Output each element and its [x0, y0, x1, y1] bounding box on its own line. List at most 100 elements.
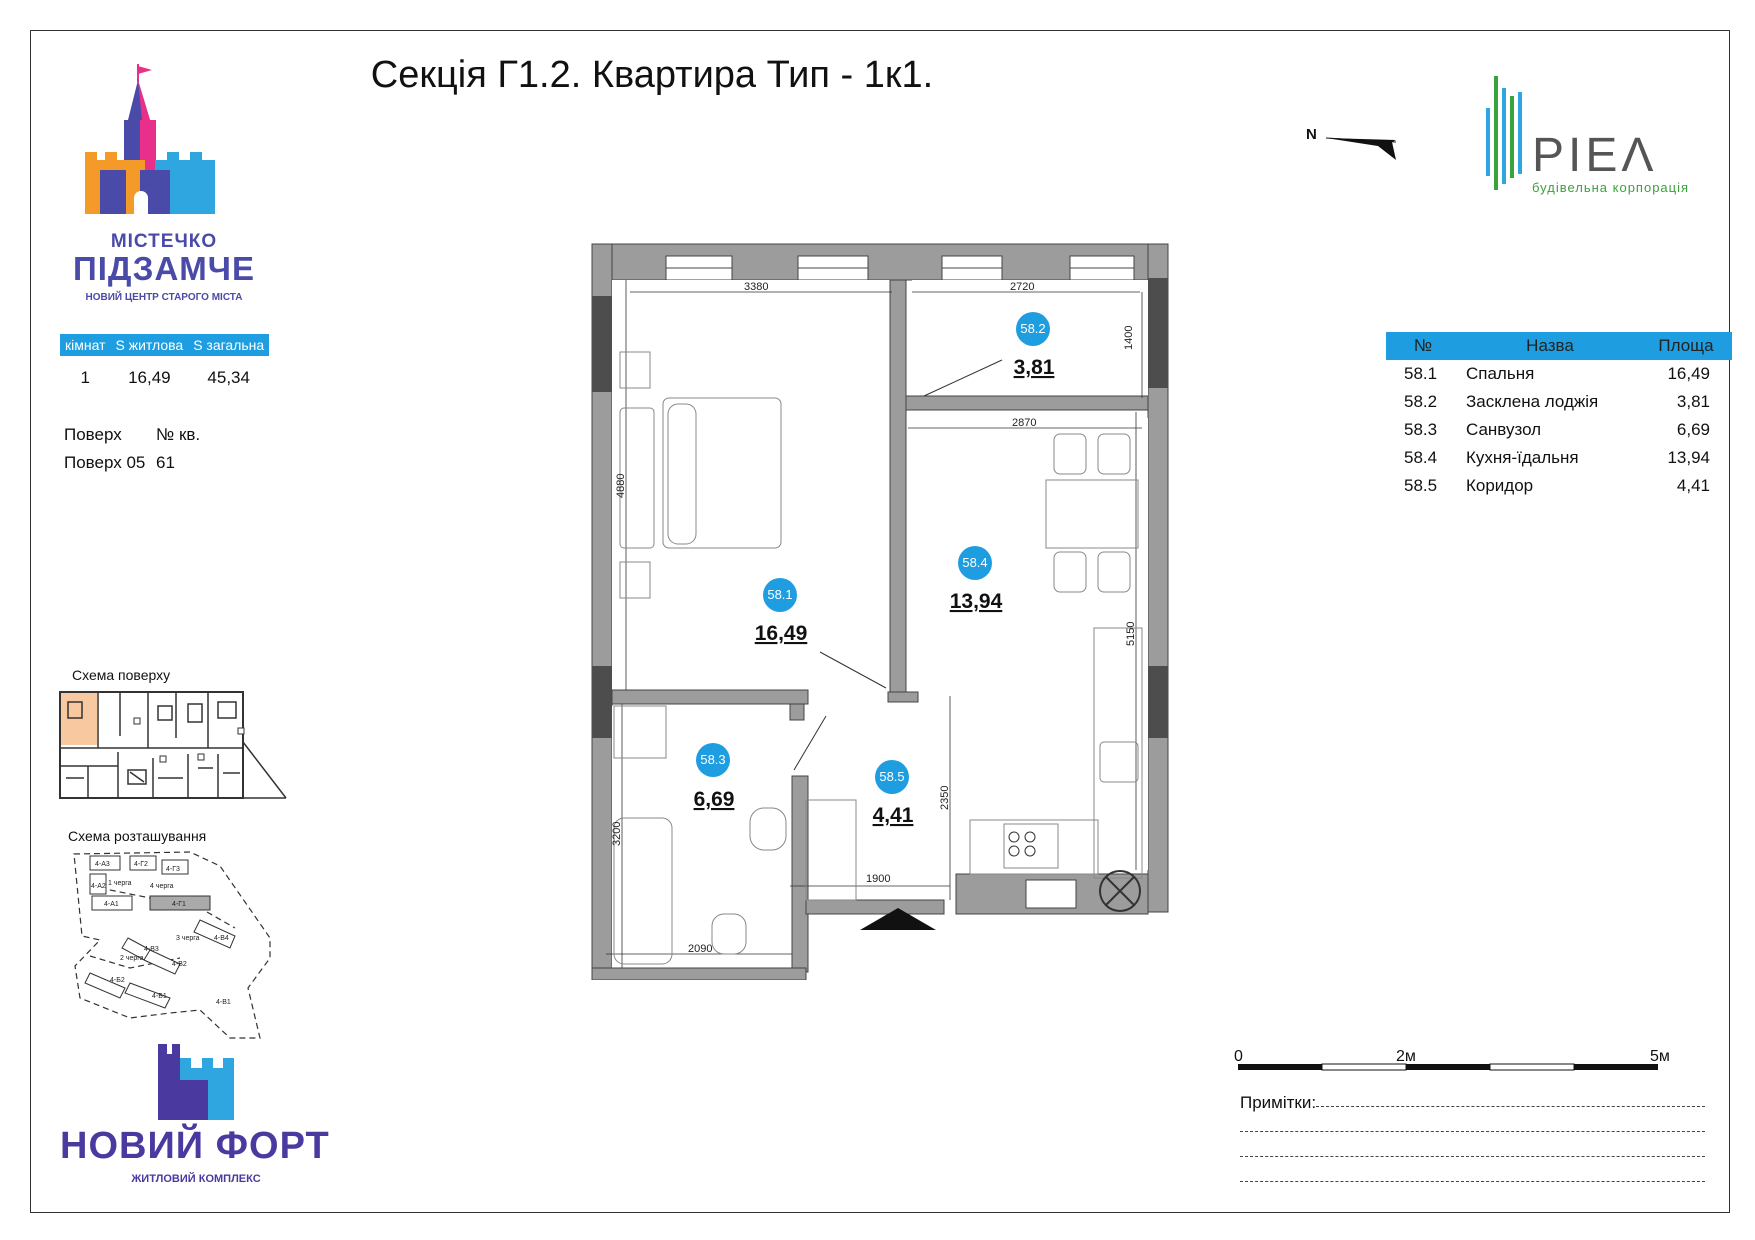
scale-mid-label: 2м [1396, 1048, 1416, 1065]
room-name: Коридор [1466, 476, 1534, 495]
summary-header-total: S загальна [188, 334, 270, 356]
room-id: 58.1 [767, 587, 792, 602]
room-area-label: 6,69 [694, 788, 735, 811]
rooms-header-name: Назва [1460, 332, 1640, 360]
location-label: 2 черга [120, 955, 144, 962]
dimension-label: 5150 [1125, 622, 1137, 646]
notes-line [1240, 1181, 1705, 1182]
brand-left-line2: ПІДЗАМЧЕ [73, 250, 255, 287]
notes-label: Примітки: [1240, 1093, 1317, 1112]
scale-bar [1238, 1063, 1658, 1071]
location-label: 4-А2 [91, 883, 106, 890]
location-label: 4-В1 [216, 999, 231, 1006]
table-row: 58.4 Кухня-їдальня 13,94 [1386, 444, 1732, 472]
dimension-label: 2350 [939, 786, 951, 810]
location-label: 4-Б1 [152, 993, 167, 1000]
table-row: 58.3 Санвузол 6,69 [1386, 416, 1732, 444]
room-area: 13,94 [1667, 448, 1710, 467]
floor-label: Поверх [64, 425, 122, 444]
north-label: N [1306, 126, 1317, 143]
castle-logo-icon [85, 64, 215, 214]
room-area: 4,41 [1676, 476, 1710, 495]
room-area: 3,81 [1676, 392, 1710, 411]
table-row: 58.2 Засклена лоджія 3,81 [1386, 388, 1732, 416]
location-scheme: 4-А3 4-Г2 4-Г3 4-А2 1 черга 4 черга 4-А1… [73, 851, 271, 1039]
location-label: 4-Б2 [110, 977, 125, 984]
location-scheme-caption: Схема розташування [68, 828, 207, 844]
notes-line [1316, 1106, 1705, 1107]
room-name: Спальня [1466, 364, 1535, 383]
location-label: 1 черга [108, 880, 132, 887]
room-area-label: 3,81 [1014, 356, 1055, 379]
dimension-label: 1900 [866, 873, 890, 885]
location-label: 4-А3 [95, 861, 110, 868]
table-row: 58.1 Спальня 16,49 [1386, 360, 1732, 388]
room-marker-58-4: 58.4 13,94 [950, 546, 1003, 613]
room-name: Кухня-їдальня [1466, 448, 1579, 467]
room-id: 58.4 [962, 555, 987, 570]
room-name: Засклена лоджія [1466, 392, 1599, 411]
apartment-number-value: 61 [156, 453, 175, 472]
brand-right-name: PIEΛ [1532, 129, 1658, 182]
entrance-arrow-icon [860, 908, 936, 930]
notes-line [1240, 1131, 1705, 1132]
dimension-label: 2720 [1010, 281, 1034, 293]
north-arrow-icon [1325, 137, 1397, 160]
apartment-number-label: № кв. [156, 425, 201, 444]
summary-table: кімнат S житлова S загальна 1 16,49 45,3… [60, 334, 270, 392]
room-id: 58.5 [879, 769, 904, 784]
location-label: 3 черга [176, 935, 200, 942]
page-title: Секція Г1.2. Квартира Тип - 1к1. [370, 54, 934, 96]
room-marker-58-2: 58.2 3,81 [1014, 312, 1055, 379]
room-marker-58-1: 58.1 16,49 [755, 578, 807, 645]
scale-zero-label: 0 [1234, 1048, 1243, 1065]
room-number: 58.5 [1404, 476, 1438, 495]
room-area: 16,49 [1667, 364, 1710, 383]
notes-line [1240, 1156, 1705, 1157]
floor-scheme [59, 691, 287, 799]
room-number: 58.2 [1404, 392, 1438, 411]
rooms-header-area: Площа [1640, 332, 1732, 360]
rooms-table: № Назва Площа 58.1 Спальня 16,49 58.2 За… [1386, 332, 1732, 500]
floor-info: Поверх № кв. Поверх 05 61 [64, 421, 200, 477]
brand-right-subtitle: будівельна корпорація [1532, 180, 1690, 195]
brand-bottom-name: НОВИЙ ФОРТ [60, 1125, 330, 1167]
brand-left-line3: НОВИЙ ЦЕНТР СТАРОГО МІСТА [85, 292, 243, 303]
room-number: 58.3 [1404, 420, 1438, 439]
summary-header-rooms: кімнат [60, 334, 111, 356]
scale-end-label: 5м [1650, 1048, 1670, 1065]
page-frame [30, 30, 1730, 1213]
dimension-label: 1400 [1123, 326, 1135, 350]
location-label: 4-А1 [104, 901, 119, 908]
summary-total-value: 45,34 [207, 368, 250, 387]
room-marker-58-5: 58.5 4,41 [873, 760, 914, 827]
dimension-label: 4880 [615, 474, 627, 498]
rooms-header-number: № [1386, 332, 1460, 360]
summary-living-value: 16,49 [128, 368, 171, 387]
brand-bottom-subtitle: ЖИТЛОВИЙ КОМПЛЕКС [131, 1173, 261, 1185]
location-label: 4-В4 [214, 935, 229, 942]
room-id: 58.3 [700, 752, 725, 767]
room-area: 6,69 [1676, 420, 1710, 439]
room-marker-58-3: 58.3 6,69 [694, 743, 735, 811]
table-row: 58.5 Коридор 4,41 [1386, 472, 1732, 500]
dimension-label: 2870 [1012, 417, 1036, 429]
location-label: 4-Г3 [166, 866, 180, 873]
location-label: 4 черга [150, 883, 174, 890]
floor-scheme-caption: Схема поверху [72, 667, 171, 683]
summary-header-living: S житлова [110, 334, 189, 356]
location-label: 4-В2 [172, 961, 187, 968]
location-label: 4-Г1 [172, 901, 186, 908]
brand-left-line1: МІСТЕЧКО [110, 231, 218, 252]
location-label: 4-В3 [144, 946, 159, 953]
riel-logo-icon [1486, 76, 1522, 190]
location-label: 4-Г2 [134, 861, 148, 868]
dimension-label: 3200 [611, 822, 623, 846]
apartment-floor-plan: 3380 2720 1400 2870 4880 5150 2350 1900 … [591, 243, 1169, 980]
room-number: 58.4 [1404, 448, 1438, 467]
summary-rooms-value: 1 [80, 368, 90, 387]
room-number: 58.1 [1404, 364, 1438, 383]
highlighted-apartment [61, 693, 97, 745]
floor-value: Поверх 05 [64, 453, 146, 472]
room-area-label: 13,94 [950, 590, 1003, 613]
